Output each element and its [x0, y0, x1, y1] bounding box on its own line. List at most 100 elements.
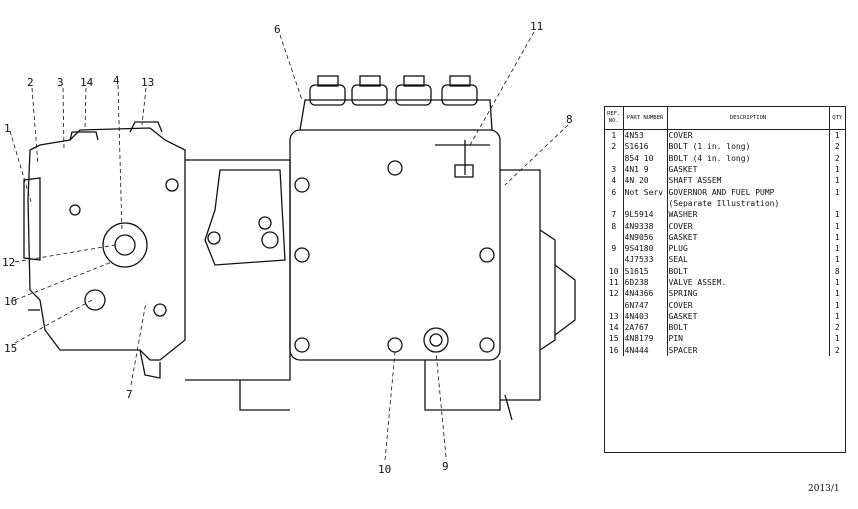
ref-cell	[605, 197, 624, 210]
description-cell: BOLT	[667, 265, 830, 277]
qty-cell: 2	[834, 142, 840, 152]
ref-cell: 15	[605, 333, 624, 345]
callout-4: 4	[113, 74, 120, 87]
qty-cell: 1	[834, 278, 840, 287]
qty-cell: 2	[834, 153, 840, 163]
description-cell: WASHER	[667, 209, 830, 221]
description-cell: GASKET	[667, 163, 830, 176]
qty-cell: 1	[834, 187, 840, 197]
part-number-cell: 4N4366	[623, 288, 668, 300]
part-number-cell: 6N747	[623, 299, 668, 311]
description-cell: BOLT (4 in. long)	[667, 152, 830, 164]
callout-13: 13	[141, 76, 154, 89]
part-number-cell: 9S4180	[623, 242, 668, 255]
end-cover	[500, 169, 541, 401]
ref-cell	[605, 152, 624, 164]
part-number-cell: 4N9056	[623, 231, 668, 243]
callout-14: 14	[80, 76, 94, 89]
description-cell: PLUG	[667, 242, 830, 255]
pump-center-housing	[185, 159, 291, 381]
ref-cell: 12	[605, 288, 624, 300]
ref-cell: 11	[605, 276, 624, 289]
table-header-row: REF. NO. PART NUMBER DESCRIPTION QTY	[605, 107, 845, 130]
description-cell: SPRING	[667, 288, 830, 300]
qty-cell: 2	[834, 345, 840, 355]
part-number-cell: Not Serv	[623, 186, 668, 198]
qty-cell: 1	[834, 334, 840, 344]
callout-9: 9	[442, 460, 449, 473]
callout-15: 15	[4, 342, 17, 355]
description-cell: PIN	[667, 333, 830, 345]
qty-cell: 1	[834, 300, 840, 310]
table-row: (Separate Illustration)	[605, 197, 845, 210]
ref-cell: 16	[605, 344, 624, 356]
callout-1: 1	[4, 122, 11, 135]
governor-fuel-pump-exploded-drawing: 1 2 3 14 4 13 6 11 8 12 16 15 7 10 9	[2, 20, 576, 476]
description-cell: GASKET	[667, 310, 830, 323]
ref-cell: 1	[605, 129, 624, 142]
qty-cell: 1	[834, 232, 840, 242]
ref-cell: 10	[605, 265, 624, 277]
header-description: DESCRIPTION	[667, 107, 830, 130]
description-cell: BOLT (1 in. long)	[667, 141, 830, 153]
ref-cell: 14	[605, 322, 624, 334]
qty-cell: 1	[834, 289, 840, 299]
ref-cell	[605, 231, 624, 243]
callout-7: 7	[126, 388, 133, 401]
header-part-number: PART NUMBER	[623, 107, 668, 130]
ref-cell: 7	[605, 209, 624, 221]
callout-12: 12	[2, 256, 15, 269]
header-ref-no: REF. NO.	[605, 107, 624, 130]
qty-cell: 1	[834, 210, 840, 220]
description-cell: COVER	[667, 129, 830, 142]
qty-cell	[829, 198, 845, 209]
callout-11: 11	[530, 20, 543, 33]
callout-2: 2	[27, 76, 34, 89]
qty-cell: 1	[834, 255, 840, 265]
injection-head	[299, 99, 493, 131]
ref-cell: 3	[605, 163, 624, 176]
pump-body	[289, 129, 501, 361]
qty-cell: 1	[834, 221, 840, 231]
description-cell: COVER	[667, 220, 830, 232]
part-number-cell: 4N9338	[623, 220, 668, 232]
shaft-bore	[102, 222, 148, 268]
qty-cell: 2	[834, 323, 840, 333]
ref-cell	[605, 299, 624, 311]
qty-cell: 1	[834, 176, 840, 186]
callout-10: 10	[378, 463, 391, 476]
part-number-cell: 854 10	[623, 152, 668, 164]
governor-housing	[27, 127, 186, 361]
part-number-cell: 9L5914	[623, 209, 668, 221]
ref-cell	[605, 254, 624, 266]
header-qty: QTY	[829, 107, 845, 130]
description-cell: SPACER	[667, 344, 830, 356]
callout-16: 16	[4, 295, 17, 308]
part-number-cell	[623, 197, 668, 210]
qty-cell: 1	[834, 131, 840, 141]
callout-6: 6	[274, 23, 281, 36]
part-number-cell: 4N444	[623, 344, 668, 356]
callout-3: 3	[57, 76, 64, 89]
qty-cell: 1	[834, 165, 840, 175]
ref-cell: 2	[605, 141, 624, 153]
ref-cell: 9	[605, 242, 624, 255]
ref-cell: 8	[605, 220, 624, 232]
description-cell: GASKET	[667, 231, 830, 243]
